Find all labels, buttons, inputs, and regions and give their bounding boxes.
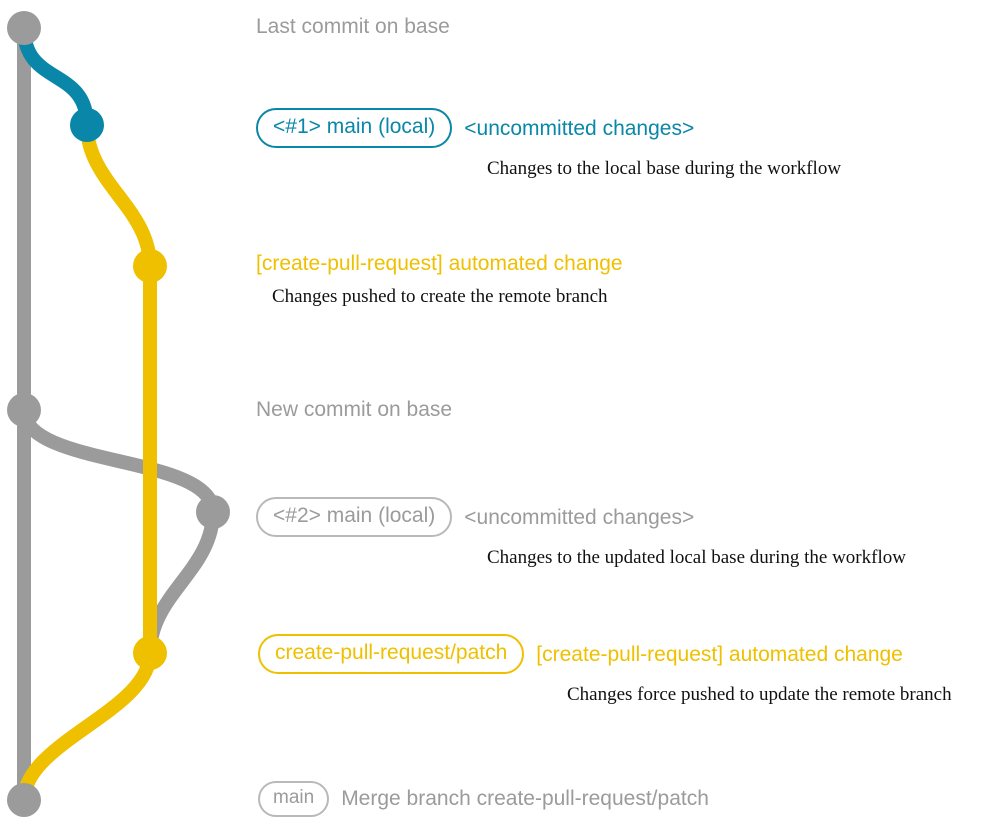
edge-patch-2-to-merge: [17, 646, 157, 807]
branch-badge-main-local-2[interactable]: <#2> main (local): [256, 497, 453, 538]
badge-line: <#1> main (local) <uncommitted changes>: [256, 108, 841, 149]
row-patch-1: [create-pull-request] automated change C…: [256, 253, 623, 306]
commit-description: Changes force pushed to update the remot…: [567, 684, 952, 706]
branch-badge-create-pull-request-patch[interactable]: create-pull-request/patch: [258, 634, 525, 675]
commit-node-base-2[interactable]: [7, 393, 41, 427]
branch-badge-main-local-1[interactable]: <#1> main (local): [256, 108, 453, 149]
row-patch-2: create-pull-request/patch [create-pull-r…: [258, 634, 952, 704]
commit-node-local-2[interactable]: [196, 495, 230, 529]
row-new-commit-on-base: New commit on base: [256, 399, 452, 420]
edge-base-to-local-1: [17, 21, 94, 132]
commit-node-local-1[interactable]: [70, 108, 104, 142]
commit-heading: Last commit on base: [256, 15, 450, 38]
commit-heading: New commit on base: [256, 398, 453, 421]
row-last-commit-on-base: Last commit on base: [256, 16, 450, 37]
row-local-1: <#1> main (local) <uncommitted changes> …: [256, 108, 841, 178]
commit-subject: Merge branch create-pull-request/patch: [341, 787, 709, 811]
commit-subject: [create-pull-request] automated change: [536, 642, 903, 666]
commit-description: Changes pushed to create the remote bran…: [272, 286, 608, 307]
edge-local-1-to-patch-1: [80, 118, 157, 273]
commit-node-patch-2[interactable]: [133, 636, 167, 670]
commit-node-merge[interactable]: [7, 783, 41, 817]
badge-line: main Merge branch create-pull-request/pa…: [258, 781, 709, 817]
commit-subject: <uncommitted changes>: [464, 505, 695, 529]
row-local-2: <#2> main (local) <uncommitted changes> …: [256, 497, 906, 567]
commit-description: Changes to the updated local base during…: [487, 547, 906, 569]
commit-node-base-1[interactable]: [7, 11, 41, 45]
commit-subject: [create-pull-request] automated change: [256, 252, 623, 275]
edge-base-2-to-local-2: [17, 403, 220, 519]
branch-badge-main[interactable]: main: [258, 781, 330, 817]
commit-description: Changes to the local base during the wor…: [487, 158, 842, 180]
row-merge: main Merge branch create-pull-request/pa…: [258, 781, 709, 817]
commit-node-patch-1[interactable]: [133, 249, 167, 283]
badge-line: create-pull-request/patch [create-pull-r…: [258, 634, 952, 675]
commit-subject: <uncommitted changes>: [464, 116, 695, 140]
badge-line: <#2> main (local) <uncommitted changes>: [256, 497, 906, 538]
